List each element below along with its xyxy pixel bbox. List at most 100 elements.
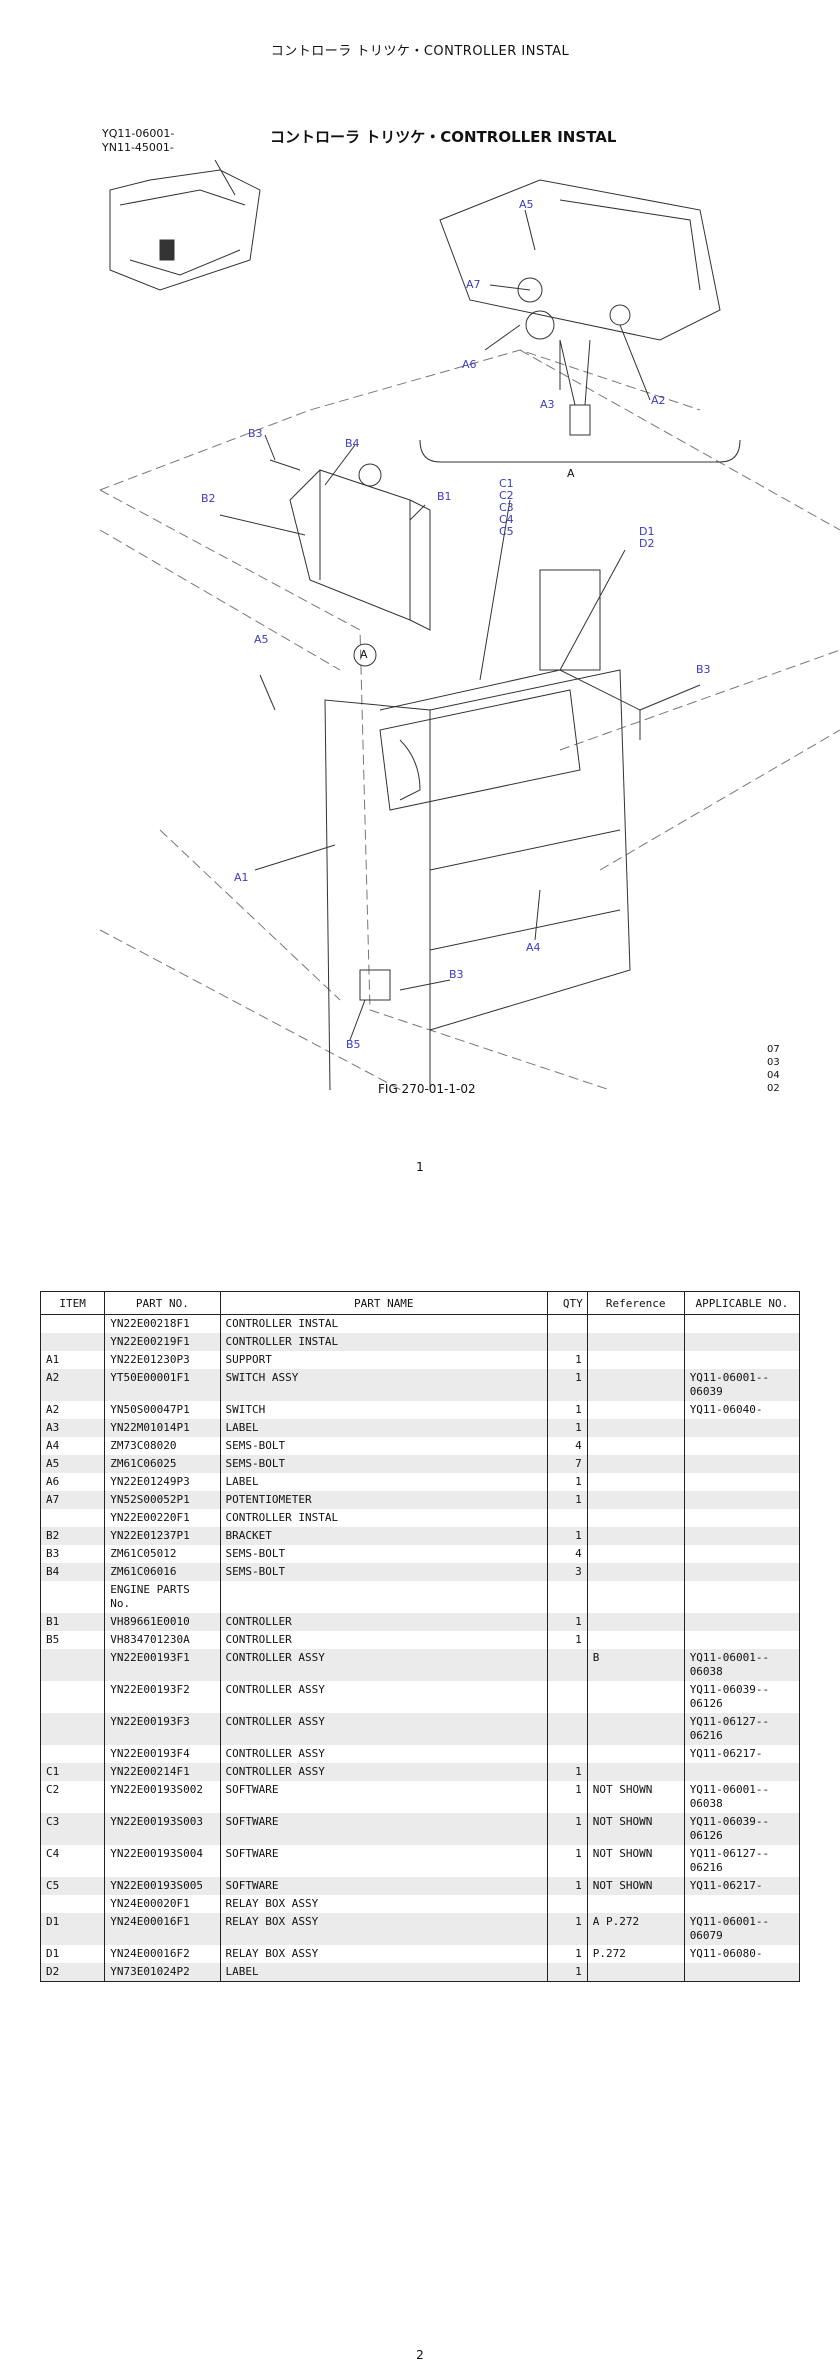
cell-part-name: SEMS-BOLT	[219, 1545, 549, 1563]
cell-reference	[586, 1419, 685, 1437]
cell-part-no: YN22E00214F1	[104, 1763, 221, 1781]
cell-part-no: YN22E00193S004	[104, 1845, 221, 1877]
cell-part-no: YN22E00218F1	[104, 1314, 221, 1333]
cell-reference	[586, 1351, 685, 1369]
cell-reference	[586, 1563, 685, 1581]
diagram-title: コントローラ トリツケ・CONTROLLER INSTAL	[270, 128, 617, 146]
callout-a7: A7	[466, 278, 481, 291]
cell-reference	[586, 1545, 685, 1563]
cell-reference	[586, 1613, 685, 1631]
cell-applicable-no	[683, 1419, 801, 1437]
cell-part-name: SOFTWARE	[219, 1781, 549, 1813]
col-header-part-name: PART NAME	[219, 1291, 549, 1315]
cell-part-no: ZM61C05012	[104, 1545, 221, 1563]
cell-part-no: ZM61C06025	[104, 1455, 221, 1473]
cell-part-no: YN22E01237P1	[104, 1527, 221, 1545]
cab-inset-drawing	[109, 159, 261, 291]
cell-item: A2	[39, 1369, 106, 1401]
cell-qty: 1	[547, 1631, 588, 1649]
cell-qty	[547, 1745, 588, 1763]
cell-part-name: SOFTWARE	[219, 1877, 549, 1895]
cell-qty: 1	[547, 1419, 588, 1437]
callout-c1: C1	[499, 477, 514, 490]
cell-applicable-no	[683, 1963, 801, 1982]
cell-part-no: VH834701230A	[104, 1631, 221, 1649]
cell-applicable-no	[683, 1351, 801, 1369]
col-header-part-no: PART NO.	[104, 1291, 221, 1315]
cell-applicable-no: YQ11-06039-- 06126	[683, 1813, 801, 1845]
cell-item: C1	[39, 1763, 106, 1781]
cell-part-name: POTENTIOMETER	[219, 1491, 549, 1509]
cell-part-no: YN22M01014P1	[104, 1419, 221, 1437]
cell-item: B4	[39, 1563, 106, 1581]
cell-part-no: YN52S00052P1	[104, 1491, 221, 1509]
detail-a-marker-mid	[353, 643, 377, 667]
page-number-2: 2	[416, 2348, 424, 2362]
cell-item: A2	[39, 1401, 106, 1419]
cell-part-name	[219, 1581, 549, 1613]
cell-reference	[586, 1491, 685, 1509]
cell-part-name: CONTROLLER ASSY	[219, 1745, 549, 1763]
cell-part-name: RELAY BOX ASSY	[219, 1913, 549, 1945]
callout-a6: A6	[462, 358, 477, 371]
cell-reference	[586, 1473, 685, 1491]
cell-reference	[586, 1581, 685, 1613]
cell-applicable-no: YQ11-06217-	[683, 1877, 801, 1895]
cell-part-no: YN73E01024P2	[104, 1963, 221, 1982]
cell-reference	[586, 1314, 685, 1333]
callout-c2: C2	[499, 489, 514, 502]
table-row: ENGINE PARTS No.	[39, 1581, 801, 1613]
cell-item	[39, 1681, 106, 1713]
cell-item	[39, 1713, 106, 1745]
cell-qty	[547, 1314, 588, 1333]
cell-part-no: YN22E00193F2	[104, 1681, 221, 1713]
cell-part-name: SEMS-BOLT	[219, 1563, 549, 1581]
cell-applicable-no	[683, 1763, 801, 1781]
cell-reference: NOT SHOWN	[586, 1781, 685, 1813]
callout-a5-top: A5	[519, 198, 534, 211]
cell-qty: 1	[547, 1945, 588, 1963]
callout-c5: C5	[499, 525, 514, 538]
cell-reference	[586, 1713, 685, 1745]
cell-applicable-no	[683, 1895, 801, 1913]
cell-qty: 1	[547, 1491, 588, 1509]
cell-part-name: CONTROLLER ASSY	[219, 1681, 549, 1713]
revision-code: 02	[767, 1083, 780, 1094]
cell-reference	[586, 1681, 685, 1713]
cell-part-no: YN22E01230P3	[104, 1351, 221, 1369]
cell-reference	[586, 1333, 685, 1351]
revision-code: 03	[767, 1057, 780, 1068]
cell-applicable-no: YQ11-06080-	[683, 1945, 801, 1963]
cell-part-no: YN22E00193S003	[104, 1813, 221, 1845]
cell-item: A7	[39, 1491, 106, 1509]
cell-item	[39, 1314, 106, 1333]
cell-item: C2	[39, 1781, 106, 1813]
cell-part-name: LABEL	[219, 1419, 549, 1437]
cell-part-name: LABEL	[219, 1473, 549, 1491]
cell-reference: P.272	[586, 1945, 685, 1963]
cell-qty	[547, 1581, 588, 1613]
cell-qty: 4	[547, 1437, 588, 1455]
cell-part-name: CONTROLLER	[219, 1631, 549, 1649]
cell-part-no: YN22E00193S002	[104, 1781, 221, 1813]
revision-code: 04	[767, 1070, 780, 1081]
cell-item: A3	[39, 1419, 106, 1437]
cell-applicable-no: YQ11-06001-- 06038	[683, 1781, 801, 1813]
callout-c4: C4	[499, 513, 514, 526]
exploded-parts-diagram	[99, 159, 840, 1090]
callout-c-group: C1 C2 C3 C4 C5	[499, 478, 514, 538]
cell-applicable-no: YQ11-06217-	[683, 1745, 801, 1763]
cell-item: A4	[39, 1437, 106, 1455]
page-header-title: コントローラ トリツケ・CONTROLLER INSTAL	[270, 44, 570, 59]
